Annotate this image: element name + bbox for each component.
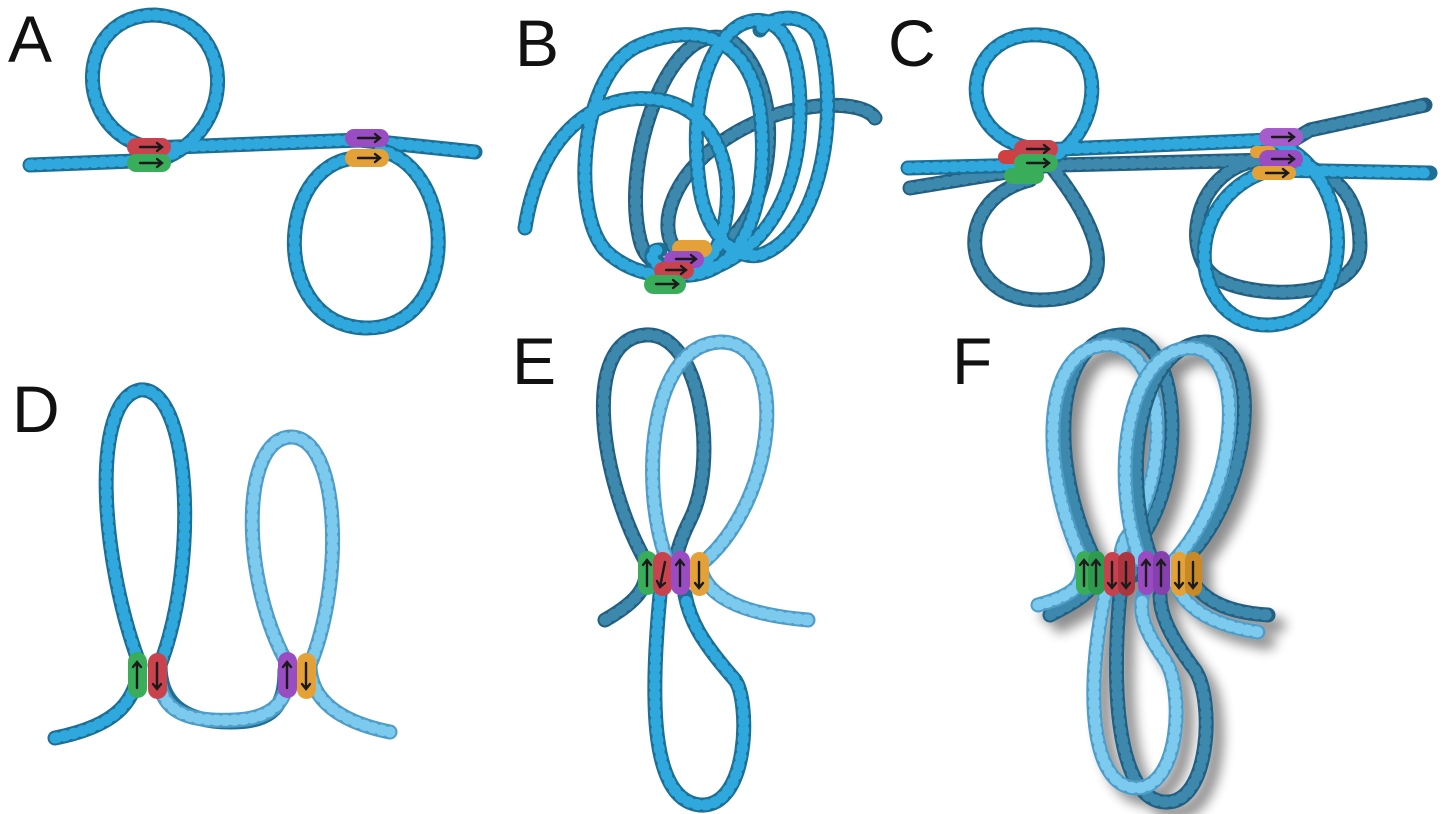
pairing-protein-red — [1104, 552, 1135, 596]
panel-label-b: B — [515, 6, 559, 80]
pairing-protein-orange — [1171, 552, 1202, 596]
dna-loop-e-lower — [655, 595, 744, 805]
panel-label-e: E — [512, 324, 556, 398]
panel-label-d: D — [12, 372, 60, 446]
panel-label-f: F — [952, 324, 992, 398]
pairing-protein-red — [653, 552, 672, 596]
pairing-protein-purple — [671, 551, 690, 595]
dna-strand-a1 — [30, 15, 475, 165]
pairing-protein-purple — [1138, 551, 1170, 595]
dna-strand-a2 — [294, 150, 438, 328]
panel-a: A — [8, 2, 475, 328]
panel-c: C — [888, 6, 1430, 325]
pairing-protein-green — [127, 154, 171, 172]
pairing-protein-purple — [345, 129, 389, 147]
paired-chromosomes — [1038, 335, 1268, 802]
dna-loop-d2 — [160, 437, 390, 732]
pairing-protein-orange — [690, 552, 709, 596]
pairing-protein-red — [148, 653, 167, 699]
pairing-protein-orange — [1252, 166, 1296, 180]
pairing-protein-green — [128, 652, 147, 698]
panel-label-a: A — [8, 2, 52, 76]
pairing-protein-orange — [345, 149, 389, 167]
panel-d: D — [12, 372, 390, 738]
pairing-protein-red — [127, 138, 171, 156]
pairing-protein-orange — [297, 653, 316, 699]
panel-b: B — [515, 6, 875, 294]
panel-e: E — [512, 324, 808, 805]
pairing-protein-green — [1076, 551, 1105, 595]
panel-f: F — [952, 324, 1268, 802]
pairing-protein-purple — [278, 652, 297, 698]
panel-label-c: C — [888, 6, 936, 80]
pairing-protein-green — [644, 275, 686, 294]
